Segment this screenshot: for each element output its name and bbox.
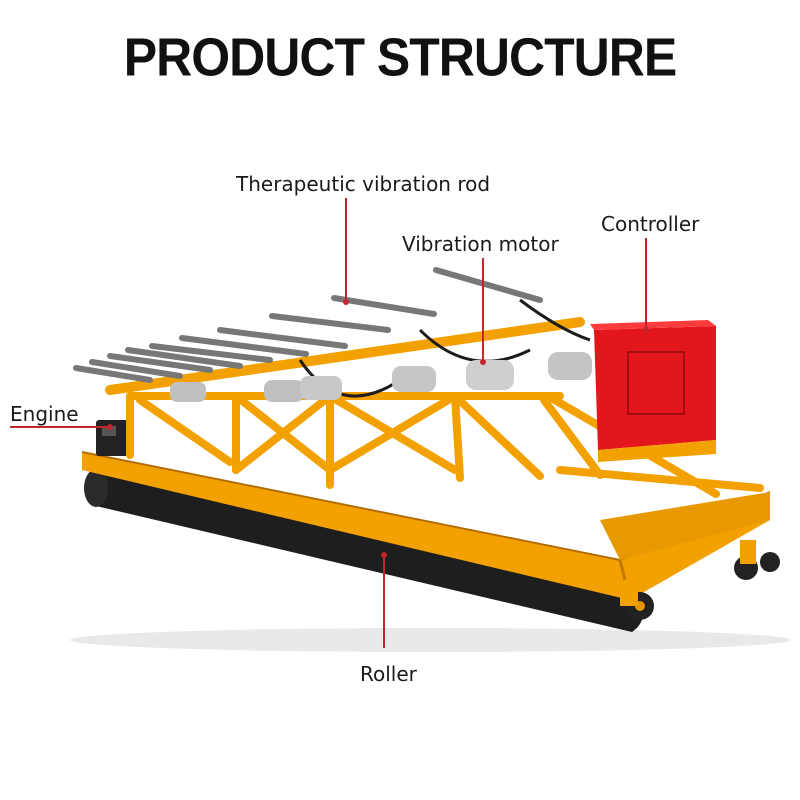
label-roller: Roller: [360, 662, 417, 686]
base-frame: [81, 451, 780, 620]
vibration-motors: [170, 352, 592, 402]
label-engine: Engine: [10, 402, 79, 426]
vibration-rods: [73, 267, 591, 398]
engine-unit: [96, 420, 132, 456]
leader-lines: [10, 198, 647, 648]
label-controller: Controller: [601, 212, 700, 236]
page-title: PRODUCT STRUCTURE: [123, 26, 677, 88]
label-therapeutic-vibration-rod: Therapeutic vibration rod: [236, 172, 491, 196]
controller-box: [590, 320, 716, 462]
label-vibration-motor: Vibration motor: [402, 232, 559, 256]
